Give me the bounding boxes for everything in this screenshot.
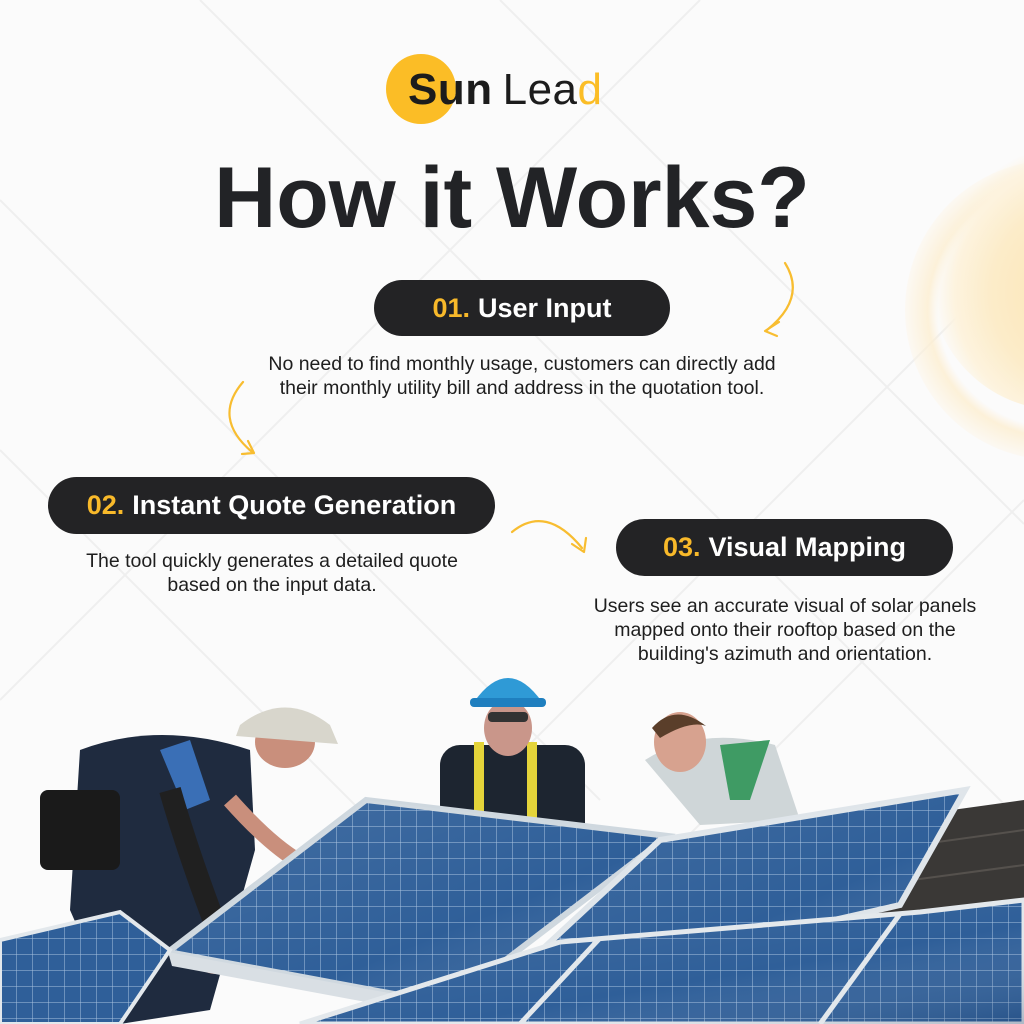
step-3-badge: 03. Visual Mapping — [616, 519, 953, 576]
sun-circle-icon — [386, 54, 456, 124]
brand-name-regular: Lea — [502, 65, 578, 114]
worker-right — [645, 712, 800, 825]
step-2-badge: 02. Instant Quote Generation — [48, 477, 495, 534]
page-title: How it Works? — [214, 150, 810, 246]
step-2-number: 02. — [86, 490, 125, 520]
step-1-description: No need to find monthly usage, customers… — [268, 353, 776, 399]
step-1-number: 01. — [432, 292, 471, 323]
solar-installation-photo — [0, 678, 1024, 1024]
step-3-label: Visual Mapping — [708, 532, 907, 562]
curved-arrow-down-left-icon — [763, 261, 794, 338]
step-3-description: Users see an accurate visual of solar pa… — [593, 595, 977, 665]
brand-name-accent: d — [577, 65, 603, 114]
curved-arrow-down-right-icon — [228, 380, 256, 456]
step-2-label: Instant Quote Generation — [132, 490, 457, 520]
step-2-description: The tool quickly generates a detailed qu… — [86, 550, 458, 596]
step-3-number: 03. — [662, 532, 701, 562]
step-1-label: User Input — [478, 292, 612, 323]
brand-name-bold: Sun — [408, 65, 493, 114]
step-1-badge: 01. User Input — [374, 280, 670, 336]
curved-arrow-right-icon — [510, 520, 588, 554]
solar-panel-array-bottom — [0, 897, 1024, 1024]
